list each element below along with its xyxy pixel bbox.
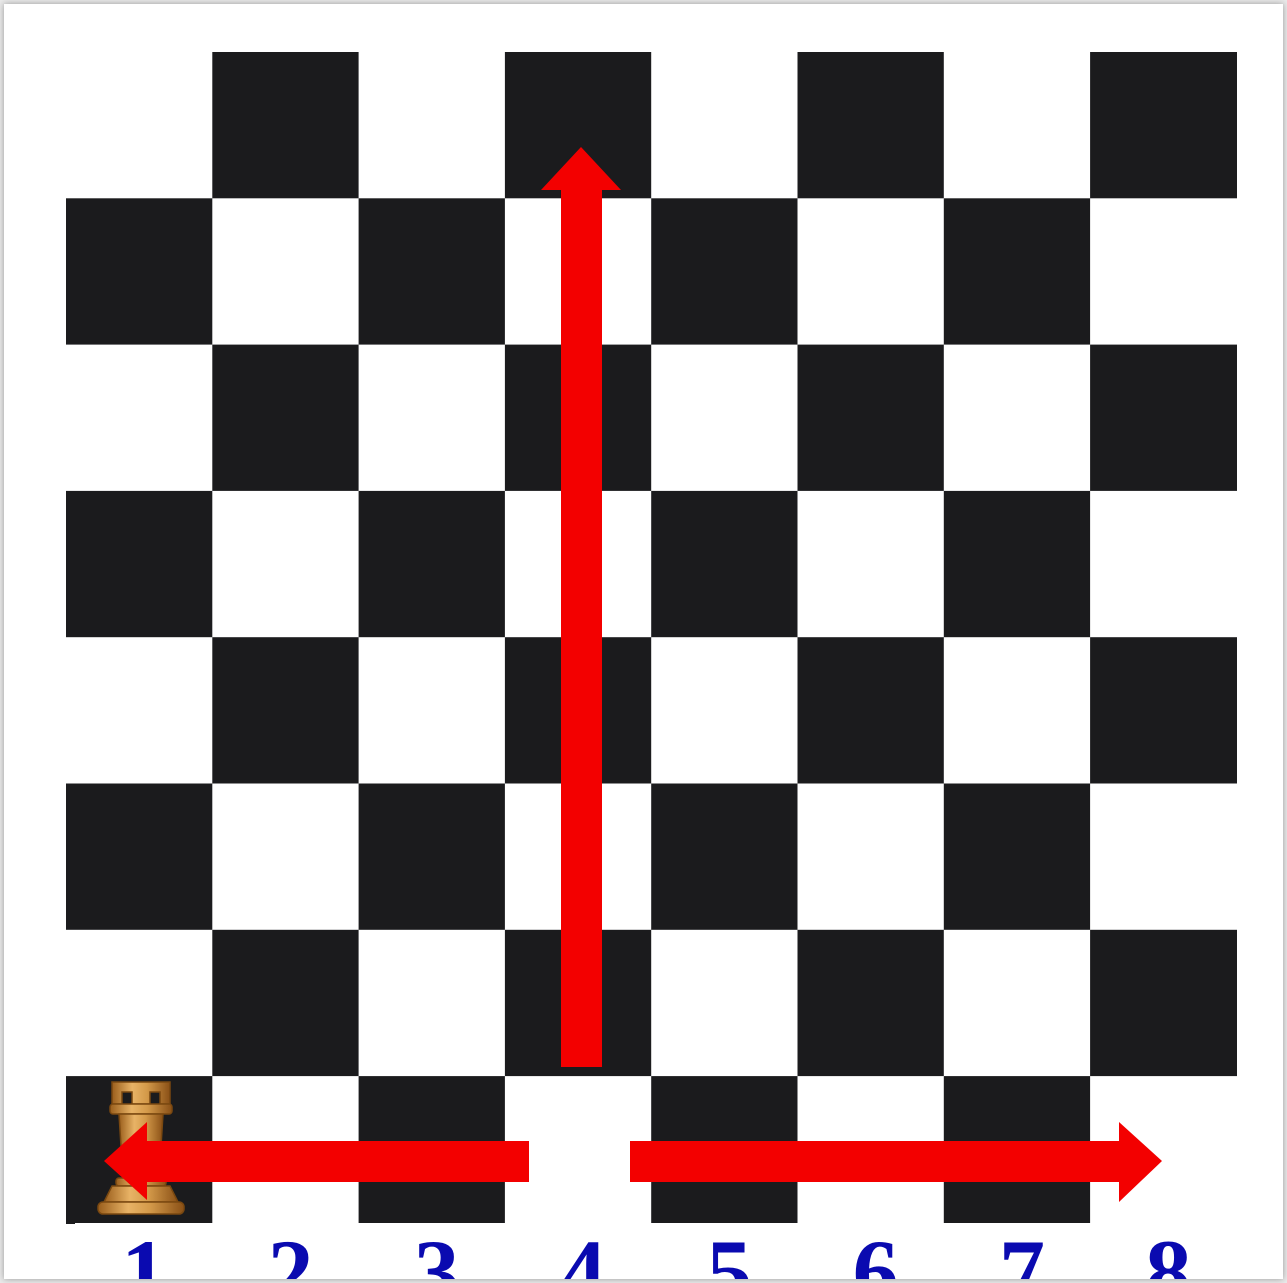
left-arrow	[104, 1122, 529, 1200]
up-arrow	[541, 147, 621, 1067]
move-arrows	[4, 4, 1283, 1279]
right-arrow	[630, 1122, 1162, 1202]
chessboard-frame: 1 2 3 4 5 6 7 8	[4, 4, 1283, 1279]
